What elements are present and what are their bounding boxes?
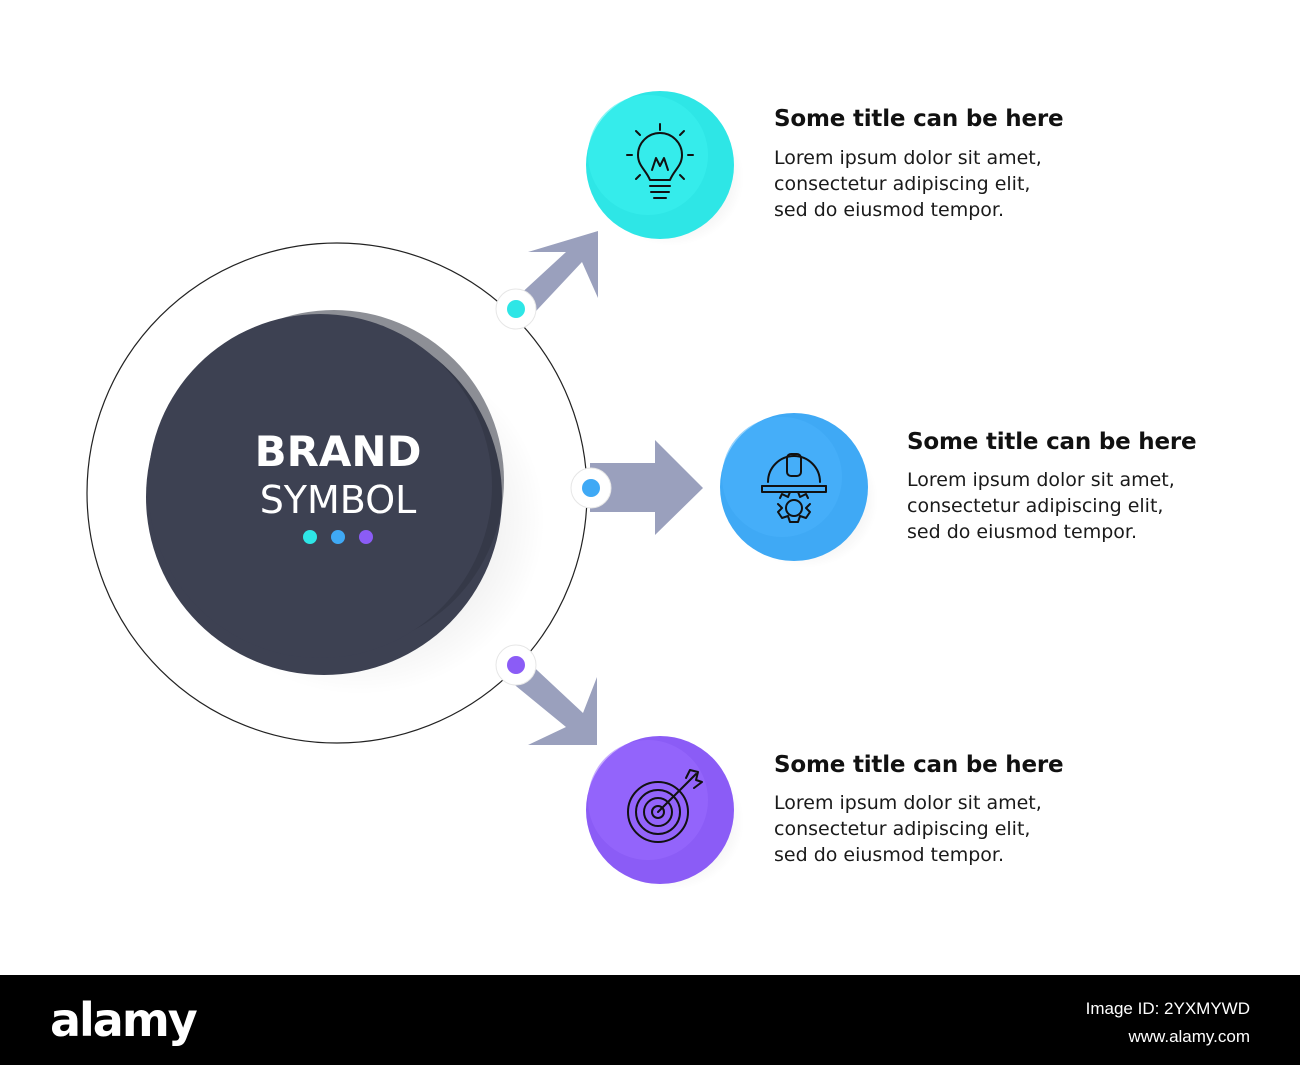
brand-line-1: BRAND — [255, 427, 422, 476]
item-3-line-3: sed do eiusmod tempor. — [774, 844, 1004, 866]
connector-dot-1 — [495, 288, 537, 330]
hardhat-gear-icon — [761, 453, 827, 523]
infographic-diagram: BRAND SYMBOL — [86, 91, 878, 890]
connector-dot-3 — [495, 644, 537, 686]
item-3-title: Some title can be here — [774, 752, 1064, 778]
item-1-line-3: sed do eiusmod tempor. — [774, 199, 1004, 221]
item-2-line-3: sed do eiusmod tempor. — [907, 521, 1137, 543]
footer-bar: alamy Image ID: 2YXMYWD www.alamy.com — [0, 975, 1300, 1065]
item-2-title: Some title can be here — [907, 429, 1197, 455]
brand-dot-3 — [359, 530, 373, 544]
arrow-right — [590, 440, 703, 535]
brand-line-2: SYMBOL — [260, 478, 417, 522]
item-1-body: Lorem ipsum dolor sit amet, consectetur … — [774, 145, 1042, 223]
item-1-line-1: Lorem ipsum dolor sit amet, — [774, 147, 1042, 169]
item-1-title: Some title can be here — [774, 106, 1064, 132]
lightbulb-icon — [626, 123, 694, 199]
brand-dot-2 — [331, 530, 345, 544]
image-id: Image ID: 2YXMYWD — [1085, 999, 1250, 1018]
item-1-line-2: consectetur adipiscing elit, — [774, 173, 1031, 195]
item-3-line-2: consectetur adipiscing elit, — [774, 818, 1031, 840]
connector-dot-2 — [570, 467, 612, 509]
footer-url: www.alamy.com — [1128, 1027, 1250, 1046]
alamy-logo: alamy — [50, 993, 198, 1047]
item-2-line-1: Lorem ipsum dolor sit amet, — [907, 469, 1175, 491]
item-2-body: Lorem ipsum dolor sit amet, consectetur … — [907, 467, 1175, 545]
item-3-body: Lorem ipsum dolor sit amet, consectetur … — [774, 790, 1042, 868]
target-arrow-icon — [627, 769, 703, 843]
item-3-line-1: Lorem ipsum dolor sit amet, — [774, 792, 1042, 814]
brand-dot-1 — [303, 530, 317, 544]
item-2-line-2: consectetur adipiscing elit, — [907, 495, 1164, 517]
